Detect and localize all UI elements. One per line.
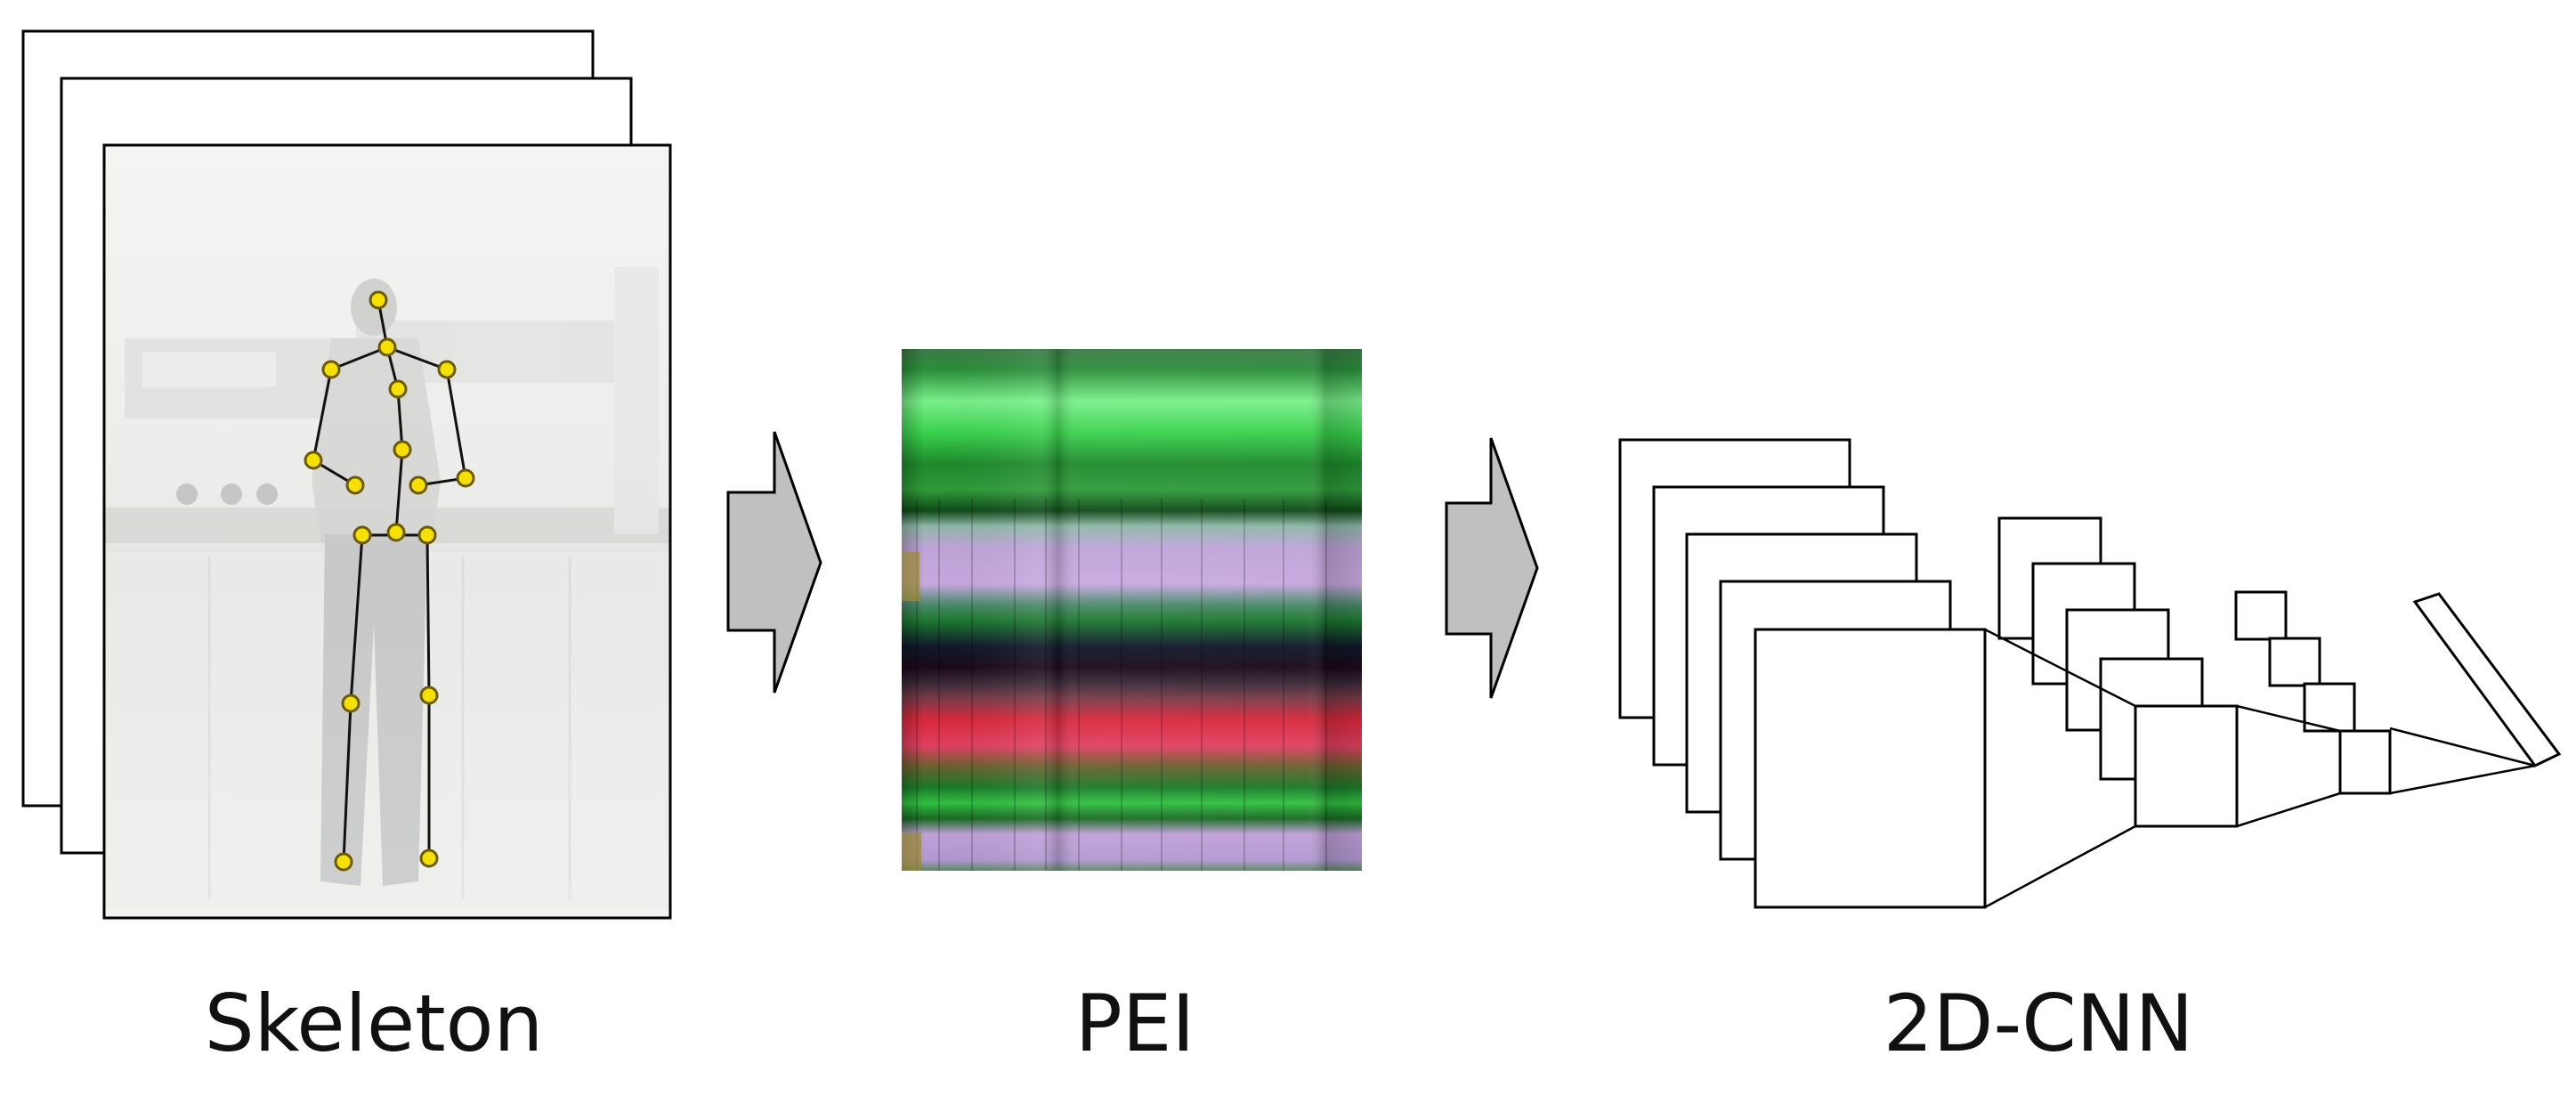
cnn-output-layer — [2412, 592, 2562, 767]
joint-foot-right — [419, 848, 439, 868]
cnn-connectors-3-out — [2389, 727, 2536, 795]
joint-spine-upper — [388, 379, 408, 399]
caption-pei: PEI — [1074, 978, 1195, 1069]
joint-hip-center — [386, 523, 406, 542]
joint-shoulder-left — [321, 360, 341, 379]
arrow-right-icon — [1445, 437, 1539, 699]
joint-neck — [377, 337, 397, 357]
joint-hip-right — [417, 525, 437, 545]
cnn-layer-1-feature-maps — [1618, 438, 1987, 909]
joint-spine-mid — [393, 440, 412, 459]
pei-image — [902, 349, 1362, 871]
joint-hand-left — [345, 475, 365, 495]
joint-shoulder-right — [437, 360, 457, 379]
caption-2d-cnn: 2D-CNN — [1883, 978, 2194, 1069]
cnn-layer-2-feature-maps — [1997, 516, 2239, 828]
cnn-layer-3-feature-maps — [2234, 590, 2392, 795]
caption-skeleton: Skeleton — [204, 978, 544, 1069]
joint-elbow-right — [456, 468, 475, 488]
joint-head — [369, 290, 388, 310]
joint-knee-right — [419, 686, 439, 705]
cnn-diagram — [1618, 438, 2562, 909]
skeleton-joints — [304, 290, 475, 872]
cnn-connectors-2-3 — [2236, 704, 2341, 828]
cnn-connectors-1-2 — [1984, 628, 2136, 909]
joint-elbow-left — [304, 451, 323, 470]
kitchen-background-image — [104, 267, 670, 908]
joint-knee-left — [341, 694, 360, 713]
joint-hip-left — [352, 525, 372, 545]
joint-hand-right — [409, 475, 428, 495]
arrow-right-icon — [726, 431, 822, 694]
joint-foot-left — [334, 852, 353, 872]
